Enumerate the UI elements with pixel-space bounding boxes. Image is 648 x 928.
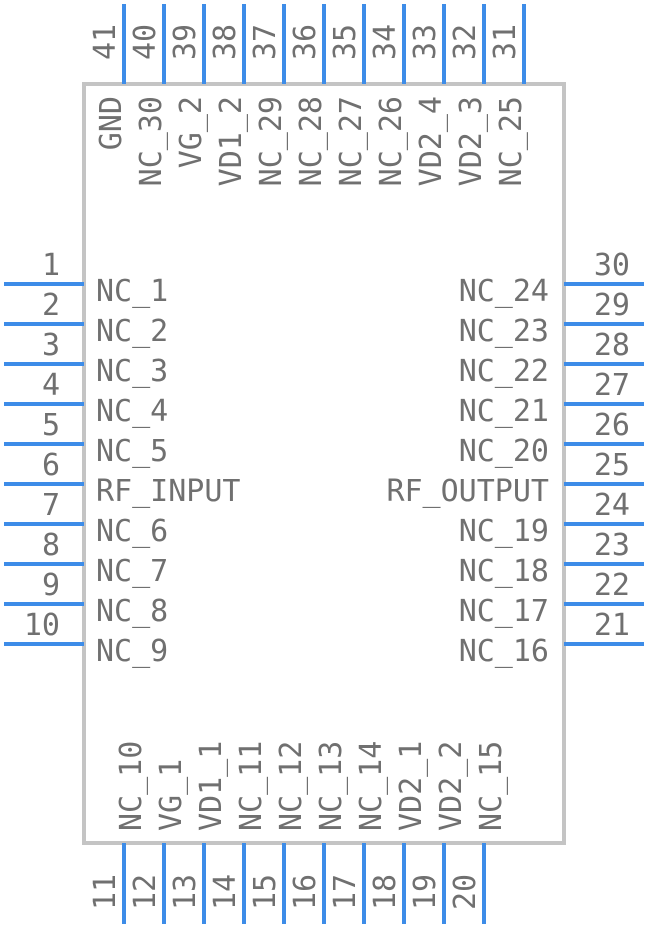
pin-label-nc-6: NC_6 (96, 514, 168, 549)
pin-26-number: 26 (594, 408, 630, 443)
pin-label-nc-2: NC_2 (96, 314, 168, 349)
pin-15-number: 15 (248, 874, 283, 910)
pin-label-nc-4: NC_4 (96, 394, 168, 429)
pin-25-number: 25 (594, 448, 630, 483)
pin-label-nc-27: NC_27 (334, 96, 369, 186)
pin-label-rf-output: RF_OUTPUT (386, 474, 549, 509)
pin-label-vg-1: VG_1 (154, 759, 189, 831)
pin-label-nc-1: NC_1 (96, 274, 168, 309)
pin-8-number: 8 (42, 528, 60, 563)
pin-label-nc-21: NC_21 (459, 394, 549, 429)
pin-37-number: 37 (248, 24, 283, 60)
pin-label-nc-22: NC_22 (459, 354, 549, 389)
pin-label-nc-20: NC_20 (459, 434, 549, 469)
pin-5-number: 5 (42, 408, 60, 443)
pin-17-number: 17 (328, 874, 363, 910)
pin-label-nc-15: NC_15 (474, 741, 509, 831)
pin-22-number: 22 (594, 568, 630, 603)
pin-label-nc-26: NC_26 (374, 96, 409, 186)
pin-35-number: 35 (328, 24, 363, 60)
pin-label-vd1-1: VD1_1 (194, 741, 229, 831)
pin-32-number: 32 (448, 24, 483, 60)
pin-label-vd2-3: VD2_3 (454, 96, 489, 186)
pin-label-vd2-4: VD2_4 (414, 96, 449, 186)
pin-41-number: 41 (88, 24, 123, 60)
pin-4-number: 4 (42, 368, 60, 403)
pin-6-number: 6 (42, 448, 60, 483)
pin-36-number: 36 (288, 24, 323, 60)
pin-label-nc-23: NC_23 (459, 314, 549, 349)
pin-label-nc-24: NC_24 (459, 274, 549, 309)
pin-label-nc-12: NC_12 (274, 741, 309, 831)
pin-19-number: 19 (408, 874, 443, 910)
pin-label-nc-7: NC_7 (96, 554, 168, 589)
pin-7-number: 7 (42, 488, 60, 523)
pin-label-nc-16: NC_16 (459, 634, 549, 669)
pin-label-vg-2: VG_2 (174, 96, 209, 168)
pin-label-nc-18: NC_18 (459, 554, 549, 589)
pin-38-number: 38 (208, 24, 243, 60)
pin-label-nc-13: NC_13 (314, 741, 349, 831)
pin-label-rf-input: RF_INPUT (96, 474, 241, 509)
pin-label-nc-19: NC_19 (459, 514, 549, 549)
pin-2-number: 2 (42, 288, 60, 323)
pin-9-number: 9 (42, 568, 60, 603)
pin-40-number: 40 (128, 24, 163, 60)
pin-30-number: 30 (594, 248, 630, 283)
pin-3-number: 3 (42, 328, 60, 363)
pin-11-number: 11 (88, 874, 123, 910)
pin-label-nc-11: NC_11 (234, 741, 269, 831)
pin-label-nc-25: NC_25 (494, 96, 529, 186)
pin-23-number: 23 (594, 528, 630, 563)
pin-29-number: 29 (594, 288, 630, 323)
pin-label-vd2-1: VD2_1 (394, 741, 429, 831)
pin-18-number: 18 (368, 874, 403, 910)
pin-28-number: 28 (594, 328, 630, 363)
pin-label-nc-29: NC_29 (254, 96, 289, 186)
pin-27-number: 27 (594, 368, 630, 403)
pin-34-number: 34 (368, 24, 403, 60)
pin-21-number: 21 (594, 608, 630, 643)
pin-13-number: 13 (168, 874, 203, 910)
pin-layer: 1NC_12NC_23NC_34NC_45NC_56RF_INPUT7NC_68… (4, 4, 644, 924)
pin-label-gnd: GND (94, 96, 129, 150)
pin-16-number: 16 (288, 874, 323, 910)
pin-24-number: 24 (594, 488, 630, 523)
pin-label-nc-3: NC_3 (96, 354, 168, 389)
pin-label-nc-17: NC_17 (459, 594, 549, 629)
pin-12-number: 12 (128, 874, 163, 910)
pin-31-number: 31 (488, 24, 523, 60)
pin-label-nc-14: NC_14 (354, 741, 389, 831)
pin-14-number: 14 (208, 874, 243, 910)
pin-label-nc-10: NC_10 (114, 741, 149, 831)
pin-label-nc-8: NC_8 (96, 594, 168, 629)
pin-39-number: 39 (168, 24, 203, 60)
pin-10-number: 10 (24, 608, 60, 643)
pin-label-nc-28: NC_28 (294, 96, 329, 186)
pin-label-vd2-2: VD2_2 (434, 741, 469, 831)
pin-label-nc-30: NC_30 (134, 96, 169, 186)
pin-label-nc-9: NC_9 (96, 634, 168, 669)
pin-label-nc-5: NC_5 (96, 434, 168, 469)
pin-label-vd1-2: VD1_2 (214, 96, 249, 186)
pin-20-number: 20 (448, 874, 483, 910)
pin-33-number: 33 (408, 24, 443, 60)
pin-1-number: 1 (42, 248, 60, 283)
